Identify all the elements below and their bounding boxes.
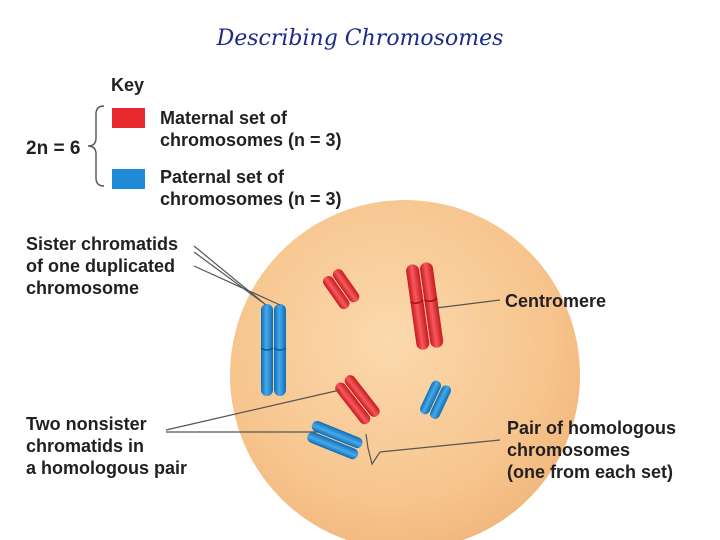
nonsister-label-line2: chromatids in bbox=[26, 436, 145, 456]
chromosome-blue-small bbox=[420, 380, 452, 419]
leader-lines bbox=[165, 245, 501, 466]
paternal-swatch bbox=[112, 169, 145, 189]
chromosome-blue-vertical bbox=[260, 304, 287, 396]
centromere-label: Centromere bbox=[505, 291, 607, 311]
paternal-label-line1: Paternal set of bbox=[160, 167, 285, 187]
pair-label-line2: chromosomes bbox=[507, 440, 631, 460]
maternal-label-line2: chromosomes (n = 3) bbox=[160, 130, 342, 150]
maternal-label-line1: Maternal set of bbox=[160, 108, 288, 128]
nonsister-label-line3: a homologous pair bbox=[26, 458, 188, 478]
chromosome-red-homolog bbox=[335, 375, 380, 425]
pair-label-line3: (one from each set) bbox=[507, 462, 674, 482]
sister-label-line3: chromosome bbox=[26, 278, 140, 298]
ploidy-label: 2n = 6 bbox=[26, 138, 81, 159]
chromosome-blue-homolog bbox=[307, 420, 363, 460]
paternal-label-line2: chromosomes (n = 3) bbox=[160, 189, 342, 209]
nonsister-label-line1: Two nonsister bbox=[26, 414, 147, 434]
sister-label-line1: Sister chromatids bbox=[26, 234, 179, 254]
key-brace bbox=[87, 105, 105, 187]
chromosome-red-large bbox=[406, 262, 444, 350]
maternal-swatch bbox=[112, 108, 145, 128]
key-heading: Key bbox=[111, 75, 145, 95]
cell bbox=[230, 200, 580, 540]
sister-label-line2: of one duplicated bbox=[26, 256, 176, 276]
chromosome-red-small bbox=[323, 269, 360, 310]
pair-label-line1: Pair of homologous bbox=[507, 418, 676, 438]
slide-title: Describing Chromosomes bbox=[216, 26, 504, 51]
